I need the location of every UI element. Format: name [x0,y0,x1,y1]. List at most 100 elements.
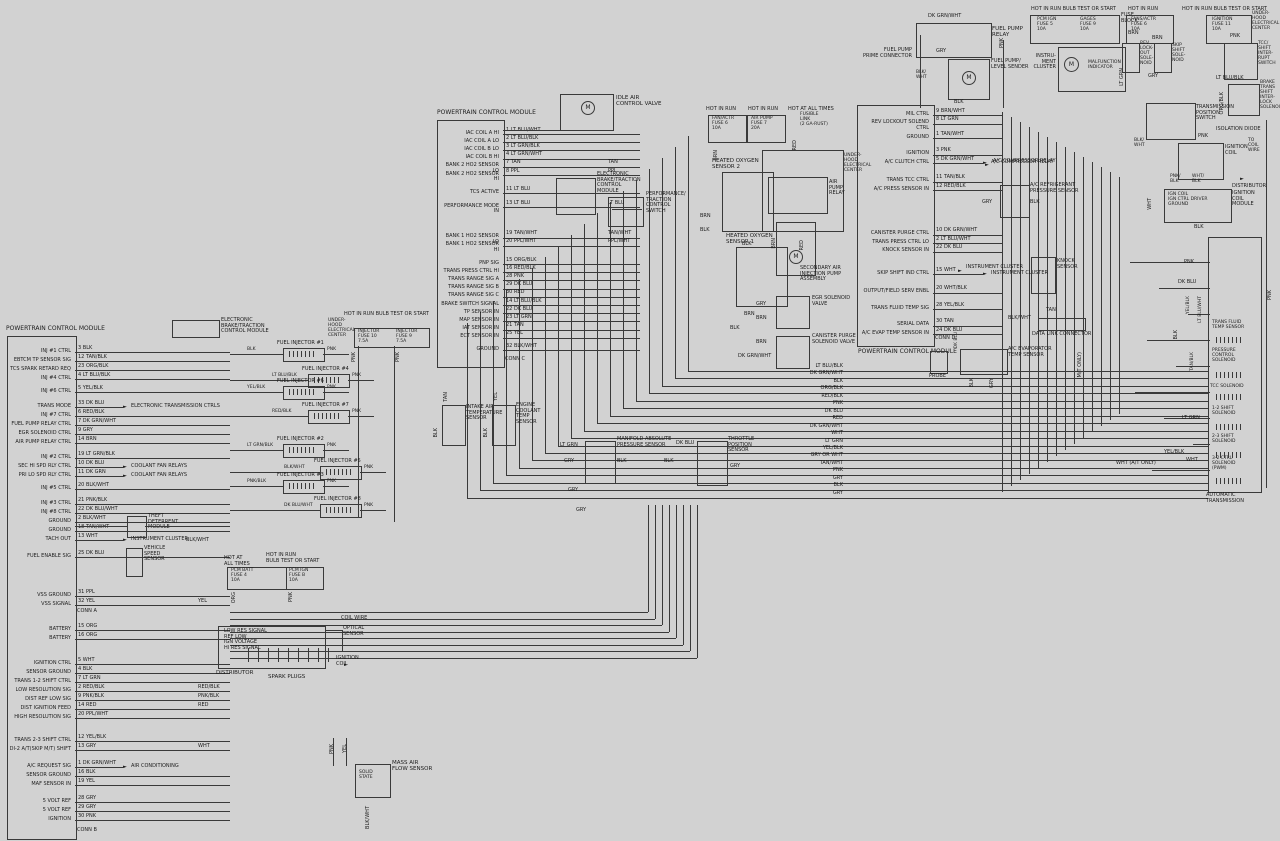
t_pnk-label: PNK [1184,259,1195,265]
pcm_ign_fuse-box [286,567,324,590]
pcm_left-pin-wire [75,596,230,597]
pcm_center-pin-wire [503,305,640,306]
feeder-wire [230,651,690,652]
t_ltgrn-label: LT GRN [1182,415,1200,421]
canpurge-box [776,336,810,369]
pcm_right-pin-wire [933,234,1003,236]
pcm_left-pin-wire [75,767,123,768]
iso_diode-label: ISOLATION DIODE [1216,126,1261,132]
blkwht1-label: BLK/WHT [186,537,209,543]
ebtcm_small-box [556,178,596,215]
pcm_right-pin-signal: SERIAL DATA [897,321,929,327]
tan_v-label: TAN [443,392,449,402]
bus-wire-label: ORG/BLK [820,385,843,392]
gry_v-label: GRY [989,378,995,389]
pcm_center-pin-wire [503,193,640,195]
injector-coil-icon [289,351,315,357]
pcm_left-pin-wire [75,820,230,821]
pcm_left-pin-id: 32 YEL [78,597,95,604]
pcm_left-pin-id: 4 BLK [78,665,93,672]
pcm_left-pin-wire [75,664,230,665]
pnk-right-wire [1266,120,1267,488]
blk2-label: BLK [730,325,740,331]
injector-wire-in-color: RED/BLK [272,409,292,414]
ebtcm_small-label: ELECTRONIC BRAKE/TRACTION CONTROL MODULE [597,171,641,194]
brn6-label: BRN [1152,35,1163,41]
injector-wire-in [230,416,308,417]
t_blk-label: BLK [1173,330,1179,340]
trans-feed-wire [1164,418,1210,419]
injector-wire-in [230,472,320,473]
fuel-injector [283,444,325,458]
pcm_left-pin-signal: DIST IGNITION FEED [20,704,71,711]
pcm_right-pin-wire [933,190,1003,191]
pcm_left-pin-signal: 5 VOLT REF [42,797,71,804]
feeder-wire [230,612,648,613]
pcm_left-pin-signal: TACH OUT [45,535,72,542]
t_dkblu-label: DK BLU [1178,279,1197,285]
pcm_right-pin-signal: TRANS TCC CTRL [886,177,929,183]
pcm_right-pin-id: 22 DK BLU [936,244,963,250]
red_v1-label: RED [792,140,798,151]
fusible-label: FUSIBLE LINK (2 GA-RUST) [800,112,828,128]
pcm_left-pin-id: 5 YEL/BLK [78,384,103,391]
pcm_center-pin-signal: BANK 1 HO2 SENSOR LO [445,233,499,245]
pcm_center-pin-id: 22 DK BLU [506,305,533,312]
pcm_center-pin-wire [503,337,640,339]
pcm_batt_fuse-label: PCM BATT FUSE 4 10A [231,568,254,584]
pcm_center-pin-signal: IAT SENSOR IN [462,325,499,332]
pcm_right-pin-id: 9 BRN/WHT [936,107,965,114]
pcm_right-pin-signal: A/C PRESS SENSOR IN [873,185,929,192]
tcc_sw-box [1224,43,1258,80]
bus-wire-label: TAN/WHT [819,459,843,466]
injector-wire-in-color: BLK [247,347,256,352]
right-bundle-wire [1020,122,1021,480]
pcm_right-pin-wire [933,274,983,275]
maf-label: MASS AIR FLOW SENSOR [392,760,433,773]
fuel-injector [283,348,325,362]
pcm_left-pin-signal: TRANS 1-2 SHIFT CTRL [14,677,71,684]
fuse_fan-box [708,115,747,143]
ebtcm_top-box [172,320,220,338]
injector-wire-out-color: PNK [352,373,362,378]
tan1-label: TAN [1046,307,1056,313]
injector-wire-out-color: PNK [364,503,374,508]
pcs-coil-icon [1216,372,1244,378]
pcm_ign5-label: PCM IGN FUSE 5 10A [1037,17,1057,33]
injector-wire-out [360,472,386,473]
pcm_center-pin-signal: IAC COIL B LO [464,145,499,152]
pnk2-label: PNK [1198,133,1209,139]
ect-label: ENGINE COOLANT TEMP SENSOR [516,402,541,425]
pcm_right-pin-wire [933,309,1003,310]
pcm_left-pin-wire [75,811,230,812]
pcm_right-pin-signal: SKIP SHIFT IND CTRL [877,269,929,276]
pcm_left-pin-id: 2 BLK/WHT [78,514,106,521]
ect-box [492,405,516,446]
bus-wire [480,490,1208,492]
uhec_left-label: UNDER- HOOD ELECTRICAL CENTER [328,318,356,339]
trans-feed-wire [1188,314,1210,315]
blk6-label: BLK [954,99,964,105]
wht_at-label: WHT (A/T ONLY) [1116,460,1156,466]
t_wht-label: WHT [1186,457,1198,463]
pcm_right-dest-arrow: ► [983,270,987,277]
pcm_right-dest-arrow: ► [983,159,987,166]
fp_sender-box [948,59,990,100]
blk3-label: BLK [617,458,627,464]
injector-wire-out-color: PNK [327,385,337,390]
bus-riser [675,147,676,379]
whtblk-label: WHT/ BLK [1192,174,1205,185]
pcm_center-pin-wire [503,207,640,209]
tfts-label: TRANS FLUID TEMP SENSOR [1212,320,1245,331]
pcm_center-pin-signal: BANK 2 HO2 SENSOR LO [445,162,499,174]
iac-motor-icon: M [581,101,595,115]
sec_pump-label: SECONDARY AIR INJECTION PUMP ASSEMBLY [800,265,842,283]
ho2s1-box [736,247,788,307]
ltgrn1-label: LT GRN [560,442,578,448]
feeder-riser [690,505,691,651]
fuel-injector [283,386,325,400]
bus-wire-label: YEL/BLK [822,444,843,451]
pnk-bus-label: PNK [395,352,401,363]
injector-wire-out-color: PNK [352,409,362,414]
pcm_left-pin-id: 11 DK GRN [78,468,106,475]
